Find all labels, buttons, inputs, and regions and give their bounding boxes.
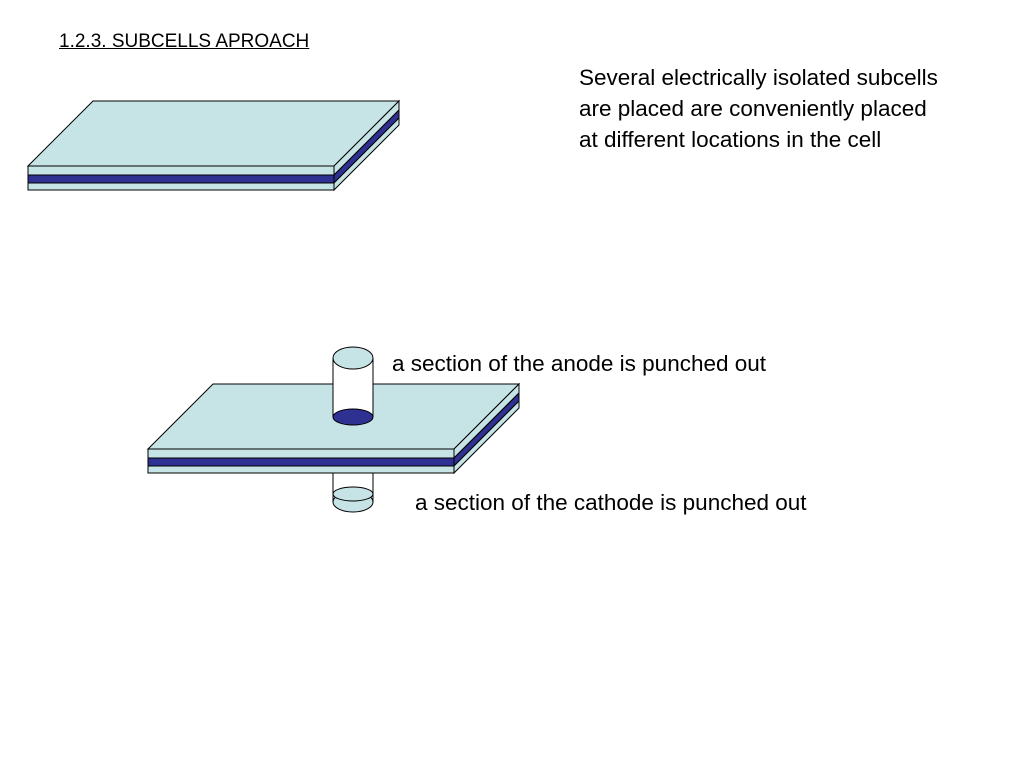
anode-layer-front-2 [147,465,455,474]
description-line: Several electrically isolated subcells [579,65,938,90]
punched-cell-stack [146,346,521,513]
cathode-cylinder-top [332,486,374,502]
cathode-layer-front-2 [147,448,455,459]
description-text: Several electrically isolated subcells a… [579,62,1009,155]
intact-cell-stack [26,99,401,192]
cathode-layer-front [27,165,335,176]
anode-cylinder-top [332,346,374,370]
description-line: at different locations in the cell [579,127,882,152]
anode-cylinder-base [332,408,374,426]
anode-punch-label: a section of the anode is punched out [392,351,767,376]
cathode-punch-label: a section of the cathode is punched out [415,490,807,515]
separator-layer-front-2 [147,457,455,467]
separator-layer-front [27,174,335,184]
anode-layer-front [27,182,335,191]
description-line: are placed are conveniently placed [579,96,927,121]
slide-title: 1.2.3. SUBCELLS APROACH [59,31,310,52]
anode-layer-side-2 [453,399,520,475]
anode-layer-side [333,116,400,192]
